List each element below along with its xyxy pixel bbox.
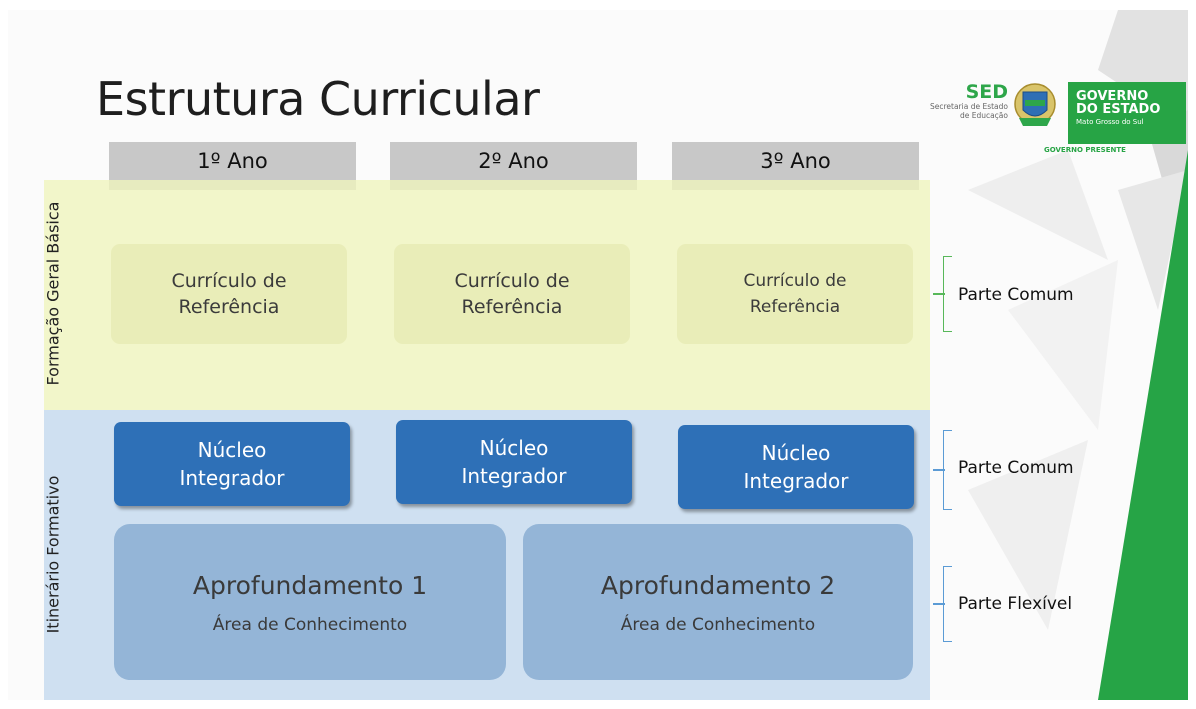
curriculo-box-2: Currículo de Referência	[394, 244, 630, 344]
state-crest-icon	[1014, 83, 1056, 126]
side-label-itinerario: Itinerário Formativo	[43, 475, 63, 634]
page-title: Estrutura Curricular	[96, 72, 540, 126]
nucleo-line2: Integrador	[179, 466, 285, 490]
nucleo-box-3: Núcleo Integrador	[678, 425, 914, 509]
slide: Estrutura Curricular 1º Ano 2º Ano 3º An…	[8, 10, 1188, 700]
governo-logo: GOVERNO DO ESTADO Mato Grosso do Sul	[1068, 82, 1186, 144]
part-label-1: Parte Comum	[958, 285, 1074, 305]
aprofundamento-box-2: Aprofundamento 2 Área de Conhecimento	[523, 524, 913, 680]
curriculo-line2: Referência	[461, 296, 563, 318]
nucleo-box-1: Núcleo Integrador	[114, 422, 350, 506]
governo-presente: GOVERNO PRESENTE	[1044, 146, 1126, 154]
governo-state: Mato Grosso do Sul	[1076, 118, 1144, 126]
curriculo-box-1: Currículo de Referência	[111, 244, 347, 344]
nucleo-box-2: Núcleo Integrador	[396, 420, 632, 504]
part-label-3: Parte Flexível	[958, 594, 1073, 614]
aprofundamento-box-1: Aprofundamento 1 Área de Conhecimento	[114, 524, 506, 680]
curriculo-line1: Currículo de	[743, 271, 847, 291]
aprofundamento-subtitle: Área de Conhecimento	[620, 615, 816, 635]
curriculo-line1: Currículo de	[171, 270, 287, 292]
side-label-formacao: Formação Geral Básica	[43, 201, 63, 386]
aprofundamento-title: Aprofundamento 2	[600, 571, 836, 600]
nucleo-line2: Integrador	[743, 469, 849, 493]
curriculo-line2: Referência	[749, 297, 841, 317]
aprofundamento-title: Aprofundamento 1	[192, 571, 428, 600]
bracket-tick	[933, 603, 945, 605]
curriculo-box-3: Currículo de Referência	[677, 244, 913, 344]
curriculo-line2: Referência	[178, 296, 280, 318]
curriculo-line1: Currículo de	[454, 270, 570, 292]
governo-line1: GOVERNO	[1076, 89, 1149, 104]
part-label-2: Parte Comum	[958, 458, 1074, 478]
sed-logo-line1: Secretaria de Estado	[929, 102, 1008, 111]
bracket-tick	[933, 293, 945, 295]
sed-logo: SED Secretaria de Estado de Educação	[928, 82, 1008, 120]
nucleo-line1: Núcleo	[761, 441, 831, 465]
sed-logo-line2: de Educação	[959, 111, 1008, 120]
bracket-tick	[933, 469, 945, 471]
sed-logo-text: SED	[965, 81, 1008, 103]
nucleo-line1: Núcleo	[479, 436, 549, 460]
nucleo-line2: Integrador	[461, 464, 567, 488]
nucleo-line1: Núcleo	[197, 438, 267, 462]
aprofundamento-subtitle: Área de Conhecimento	[212, 615, 408, 635]
governo-line2: DO ESTADO	[1076, 102, 1161, 117]
